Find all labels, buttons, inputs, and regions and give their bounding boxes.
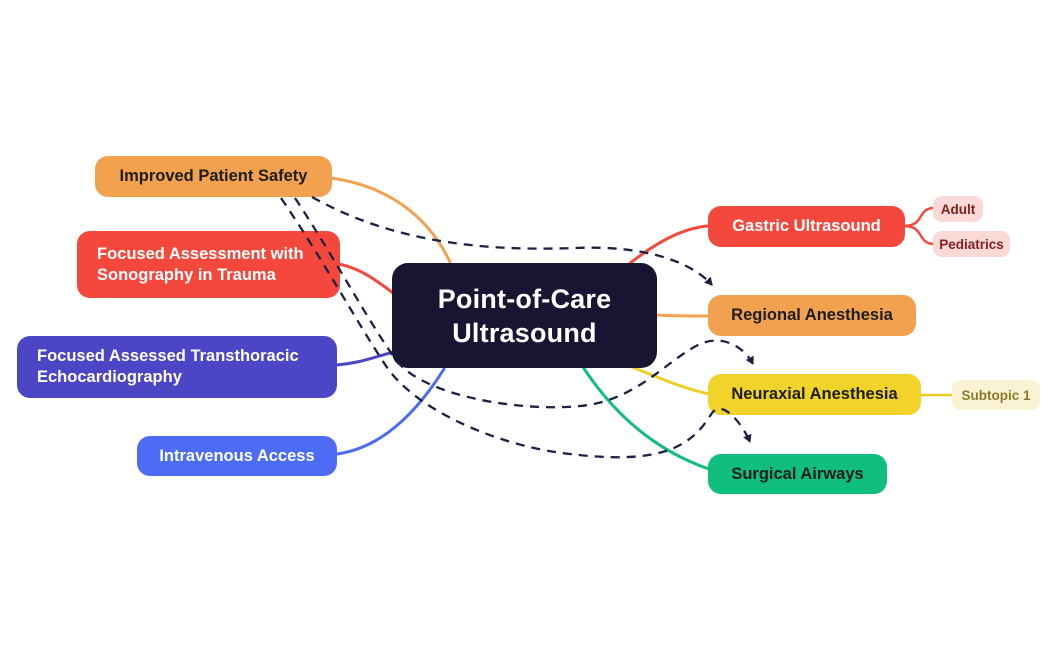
node-improved-patient-safety[interactable]: Improved Patient Safety (95, 156, 332, 197)
node-label: Intravenous Access (159, 446, 315, 465)
node-intravenous-access[interactable]: Intravenous Access (137, 436, 337, 476)
node-pediatrics[interactable]: Pediatrics (933, 231, 1010, 257)
node-label-line1: Focused Assessment with (97, 244, 304, 263)
link-central-fate (335, 350, 396, 367)
link-gastric-pediatrics (902, 224, 936, 246)
node-regional-anesthesia[interactable]: Regional Anesthesia (708, 295, 916, 336)
link-central-improved-patient-safety (329, 176, 452, 264)
node-gastric-ultrasound[interactable]: Gastric Ultrasound (708, 206, 905, 247)
link-central-regional-anesthesia (654, 313, 711, 318)
link-central-surgical-airways (581, 365, 711, 471)
node-neuraxial-anesthesia[interactable]: Neuraxial Anesthesia (708, 374, 921, 415)
node-subtopic-1[interactable]: Subtopic 1 (952, 380, 1040, 410)
node-adult[interactable]: Adult (933, 196, 983, 222)
link-central-neuraxial-anesthesia (630, 365, 711, 396)
node-surgical-airways[interactable]: Surgical Airways (708, 454, 887, 494)
link-gastric-adult (902, 206, 936, 228)
central-label-line2: Ultrasound (452, 317, 597, 348)
node-label: Improved Patient Safety (119, 167, 308, 185)
link-central-fast (337, 262, 395, 295)
node-label: Regional Anesthesia (731, 306, 893, 324)
node-label: Neuraxial Anesthesia (731, 385, 898, 403)
central-label-line1: Point-of-Care (437, 283, 612, 314)
node-point-of-care-ultrasound[interactable]: Point-of-Care Ultrasound (392, 263, 657, 368)
node-fate[interactable]: Focused Assessed Transthoracic Echocardi… (17, 336, 337, 398)
node-label: Gastric Ultrasound (732, 217, 881, 235)
node-fast[interactable]: Focused Assessment with Sonography in Tr… (77, 231, 340, 298)
node-label-line2: Echocardiography (37, 368, 182, 386)
link-central-intravenous-access (335, 367, 446, 456)
node-label-line1: Focused Assessed Transthoracic (37, 347, 299, 365)
node-label: Subtopic 1 (961, 387, 1031, 403)
node-label: Pediatrics (939, 236, 1004, 252)
node-label-line2: Sonography in Trauma (97, 265, 276, 284)
node-label: Surgical Airways (731, 464, 864, 483)
link-central-gastric-ultrasound (627, 224, 709, 266)
node-label: Adult (940, 201, 976, 217)
